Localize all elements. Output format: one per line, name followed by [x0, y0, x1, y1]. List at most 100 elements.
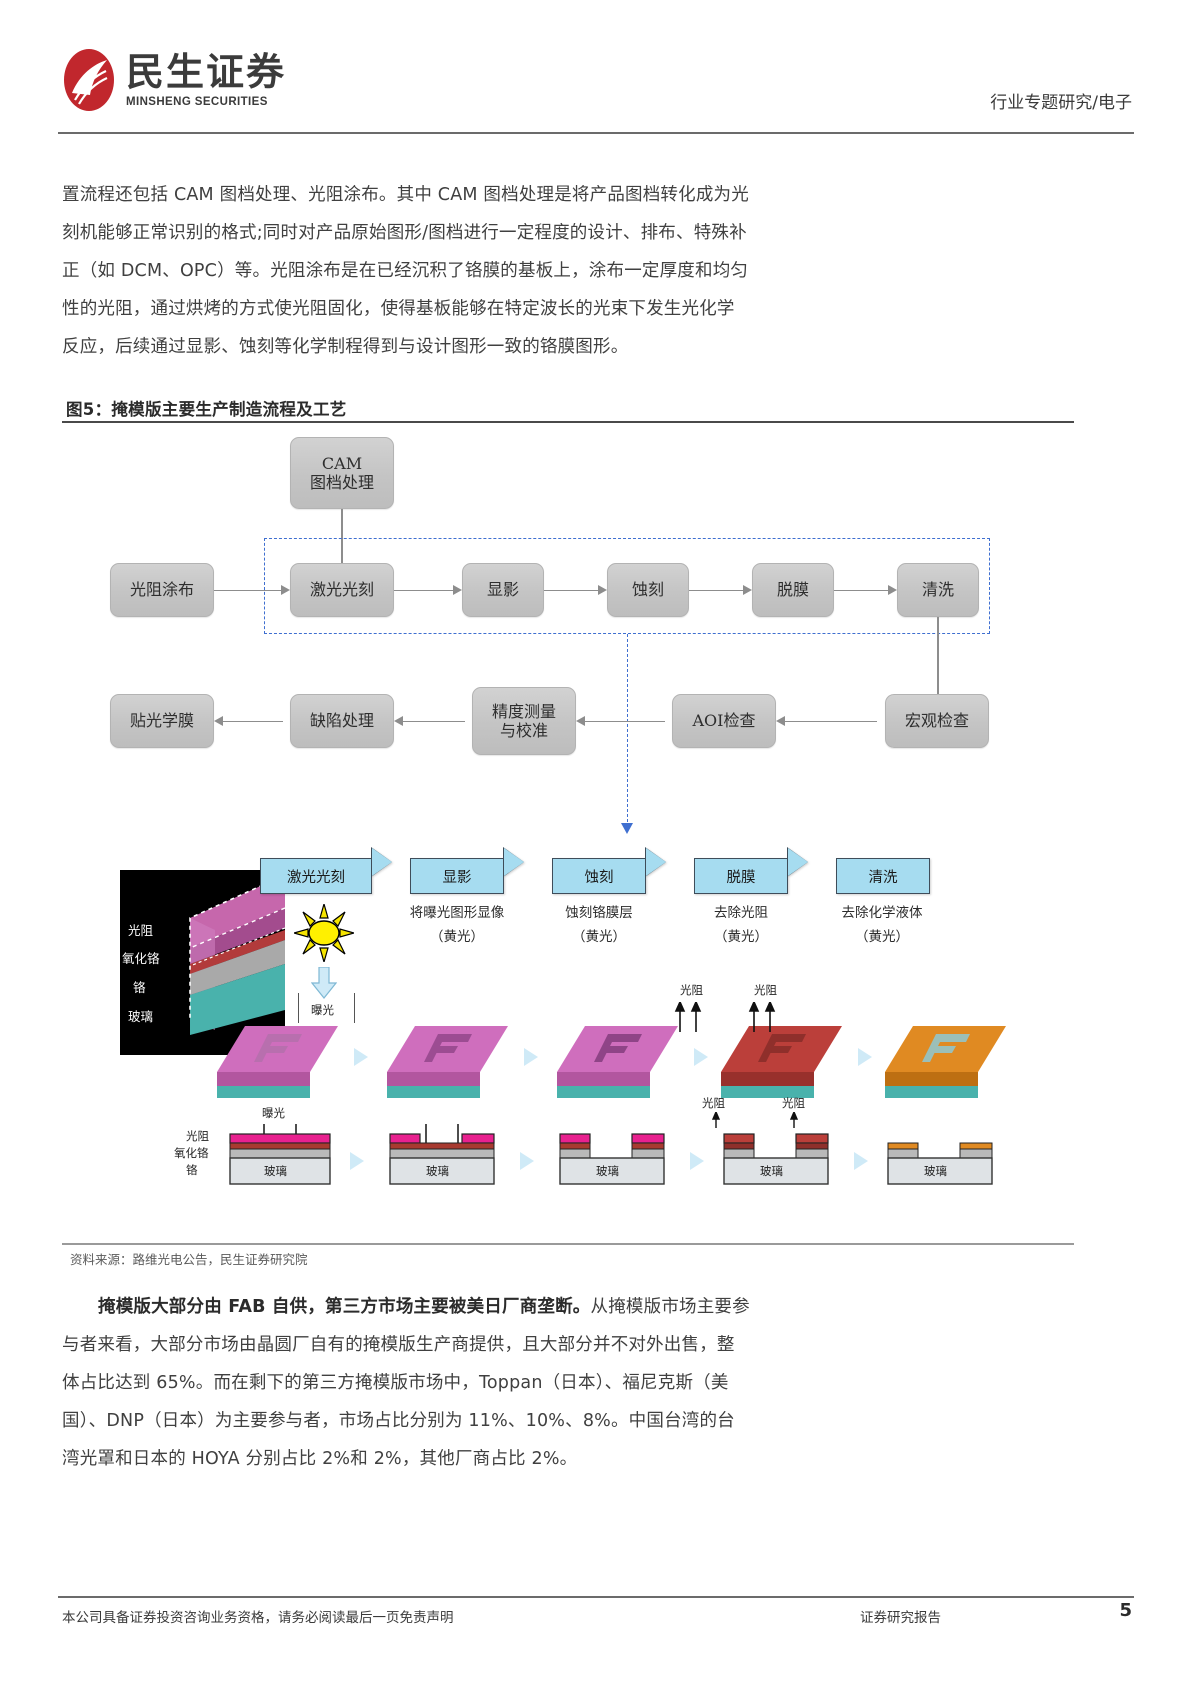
- chevron-step-2: 蚀刻: [552, 858, 646, 894]
- figure-bottom-divider: [62, 1243, 1074, 1245]
- cross-section-1-glass: 玻璃: [426, 1164, 449, 1178]
- iso-plate-0: [210, 1020, 345, 1111]
- bottom-paragraph-lead: 掩模版大部分由 FAB 自供，第三方市场主要被美日厂商垄断。: [98, 1297, 591, 1317]
- iso-plate-1: [380, 1020, 515, 1111]
- xsec-arrow-1: [520, 1152, 534, 1170]
- xsec-label-0: 光阻: [186, 1129, 209, 1143]
- flow-arrow-r1-4: [888, 585, 897, 595]
- flow-box-row2-2-line1: 精度测量: [491, 701, 556, 721]
- logo-english-name: MINSHENG SECURITIES: [126, 95, 268, 108]
- chevron-step-0-tip: [372, 848, 392, 876]
- flow-dashed-region: [264, 538, 990, 634]
- iso-plate-2: [550, 1020, 685, 1111]
- step-desc-4-line1: 去除化学液体: [841, 905, 923, 921]
- flow-connector-cam: [341, 509, 343, 571]
- xsec-arrow-2: [690, 1152, 704, 1170]
- brand-logo: 民生证券 MINSHENG SECURITIES: [62, 48, 286, 112]
- flow-box-row1-2-label: 显影: [486, 580, 519, 599]
- intro-paragraph: 置流程还包括 CAM 图档处理、光阻涂布。其中 CAM 图档处理是将产品图档转化…: [62, 185, 749, 357]
- cross-section-3-glass: 玻璃: [760, 1164, 783, 1178]
- flow-connector-r1-4: [834, 589, 888, 592]
- flow-arrow-r1-2: [598, 585, 607, 595]
- chevron-step-0: 激光光刻: [260, 858, 372, 894]
- flow-connector-r2-3: [223, 720, 283, 723]
- cross-section-1: 玻璃: [380, 1124, 510, 1199]
- exposure-label-top: 曝光: [311, 1003, 334, 1017]
- flow-arrow-r2-0: [776, 716, 785, 726]
- xsec-resist-mark-1: 光阻: [782, 1096, 805, 1110]
- chevron-step-2-tip: [646, 848, 666, 876]
- xsec-resist-mark-0: 光阻: [702, 1096, 725, 1110]
- flow-box-row2-3-label: AOI检查: [692, 711, 756, 730]
- flow-arrow-r2-1: [576, 716, 585, 726]
- flow-arrow-r1-1: [453, 585, 462, 595]
- flow-box-row1-0: 光阻涂布: [110, 563, 214, 617]
- flow-arrow-r1-0: [281, 585, 290, 595]
- iso-arrow-3: [858, 1048, 872, 1066]
- step-desc-4-line2: （黄光）: [855, 928, 909, 945]
- iso-plate-3: [714, 1020, 849, 1111]
- flow-box-row1-4: 脱膜: [752, 563, 834, 617]
- flow-box-row2-4: 宏观检查: [885, 694, 989, 748]
- iso-arrow-0: [354, 1048, 368, 1066]
- chevron-step-3-tip: [788, 848, 808, 876]
- xsec-arrow-0: [350, 1152, 364, 1170]
- flow-arrow-r2-3: [214, 716, 223, 726]
- flow-box-row1-3: 蚀刻: [607, 563, 689, 617]
- exposure-tick-left: [298, 993, 300, 1023]
- stack-label-2: 铬: [133, 980, 146, 995]
- resist-mark-1: 光阻: [754, 983, 777, 997]
- xsec-arrow-3: [854, 1152, 868, 1170]
- flow-dashed-drop: [627, 634, 628, 827]
- figure-top-divider: [62, 421, 1074, 423]
- flow-connector-r1-2: [544, 589, 598, 592]
- cross-section-0: 玻璃: [220, 1124, 340, 1199]
- iso-arrow-1: [524, 1048, 538, 1066]
- exposure-label-bottom: 曝光: [262, 1106, 285, 1120]
- cross-section-3: 玻璃: [714, 1124, 844, 1199]
- step-desc-3-line2: （黄光）: [714, 928, 768, 945]
- flow-box-row1-0-label: 光阻涂布: [129, 580, 194, 599]
- bottom-paragraph-rest: 从掩模版市场主要参与者来看，大部分市场由晶圆厂自有的掩模版生产商提供，且大部分并…: [62, 1297, 750, 1469]
- cross-section-0-glass: 玻璃: [264, 1164, 287, 1178]
- resist-mark-0: 光阻: [680, 983, 703, 997]
- flow-box-row2-2: 精度测量 与校准: [472, 687, 576, 755]
- cross-section-4: 玻璃: [878, 1124, 1008, 1199]
- flow-connector-r2-0: [785, 720, 877, 723]
- footer-page-number: 5: [1119, 1600, 1132, 1621]
- flow-connector-r2-1: [585, 720, 665, 723]
- step-desc-3: 去除光阻 （黄光）: [674, 902, 808, 949]
- footer-divider: [58, 1596, 1134, 1598]
- step-desc-1-line2: （黄光）: [430, 928, 484, 945]
- flow-box-row2-4-label: 宏观检查: [904, 711, 969, 730]
- iso-arrow-2: [694, 1048, 708, 1066]
- flow-connector-r1-1: [394, 589, 453, 592]
- step-desc-2-line1: 蚀刻铬膜层: [565, 905, 633, 921]
- flow-arrow-r2-2: [394, 716, 403, 726]
- flow-box-row2-1-label: 缺陷处理: [309, 711, 374, 730]
- layer-stack-photo: 光阻 氧化铬 铬 玻璃: [120, 870, 286, 1055]
- stack-label-3: 玻璃: [128, 1009, 154, 1024]
- exposure-down-arrow-icon: [310, 966, 338, 1004]
- figure-caption: 图5：掩模版主要生产制造流程及工艺: [66, 400, 347, 419]
- exposure-tick-right: [354, 993, 356, 1023]
- flow-box-row1-3-label: 蚀刻: [631, 580, 664, 599]
- footer-disclaimer: 本公司具备证券投资咨询业务资格，请务必阅读最后一页免责声明: [62, 1610, 454, 1626]
- header-section-label: 行业专题研究/电子: [990, 93, 1132, 113]
- flow-connector-r2-2: [403, 720, 465, 723]
- bottom-paragraph: 掩模版大部分由 FAB 自供，第三方市场主要被美日厂商垄断。从掩模版市场主要参与…: [62, 1288, 752, 1478]
- flow-box-row2-3: AOI检查: [672, 694, 776, 748]
- chevron-step-3: 脱膜: [694, 858, 788, 894]
- cross-section-2-glass: 玻璃: [596, 1164, 619, 1178]
- cross-section-2: 玻璃: [550, 1124, 680, 1199]
- header-divider: [58, 132, 1134, 134]
- chevron-step-4: 清洗: [836, 858, 930, 894]
- cross-section-4-glass: 玻璃: [924, 1164, 947, 1178]
- chevron-step-1-label: 显影: [442, 869, 472, 886]
- stack-label-1: 氧化铬: [122, 951, 160, 966]
- flow-box-row1-5-label: 清洗: [921, 580, 954, 599]
- flow-box-cam-line1: CAM: [321, 453, 363, 473]
- footer-report-label: 证券研究报告: [860, 1610, 941, 1626]
- xsec-label-2: 铬: [186, 1163, 198, 1177]
- step-desc-1: 将曝光图形显像 （黄光）: [390, 902, 524, 949]
